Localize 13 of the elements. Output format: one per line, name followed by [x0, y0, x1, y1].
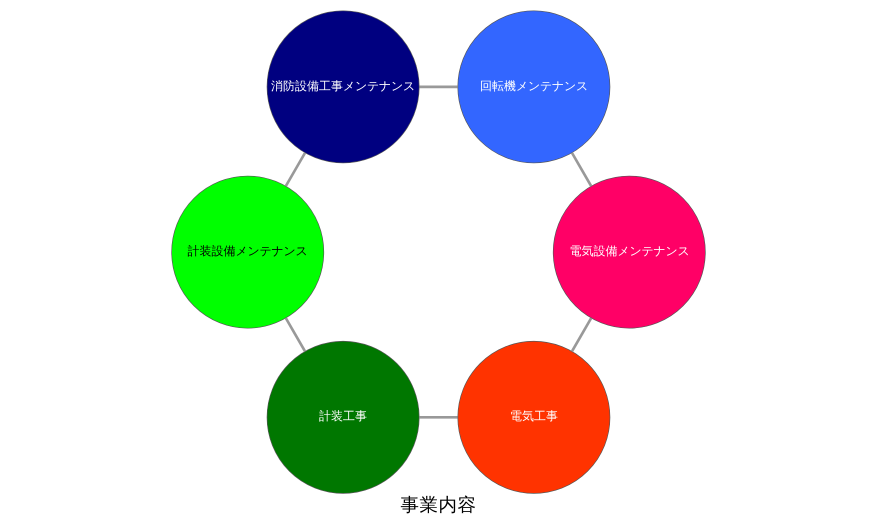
- node-circle: 計装設備メンテナンス: [171, 176, 324, 328]
- node-circle: 回転機メンテナンス: [457, 10, 610, 164]
- connector: [570, 317, 592, 352]
- connector: [419, 416, 458, 419]
- diagram-title: 事業内容: [400, 494, 476, 516]
- connector: [570, 152, 592, 187]
- connector: [284, 152, 306, 187]
- connector: [419, 86, 458, 88]
- node-circle: 電気工事: [457, 340, 610, 494]
- connector: [284, 317, 306, 352]
- node-circle: 計装工事: [266, 340, 420, 494]
- node-circle: 消防設備工事メンテナンス: [266, 10, 420, 164]
- node-circle: 電気設備メンテナンス: [552, 176, 706, 328]
